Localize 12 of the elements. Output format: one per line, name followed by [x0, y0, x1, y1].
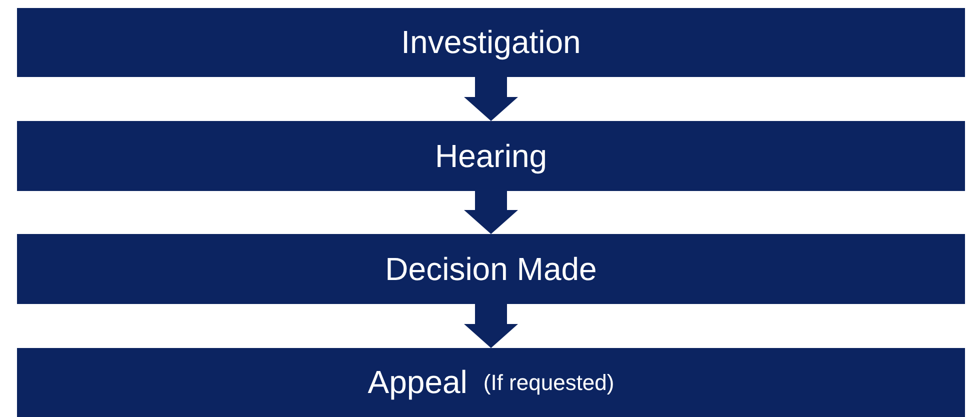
box-label: Investigation [401, 24, 581, 61]
process-box [17, 234, 965, 304]
process-box [17, 8, 965, 77]
box-note: (If requested) [483, 370, 614, 396]
block-arrow [464, 191, 518, 234]
box-label: Appeal [368, 364, 468, 401]
box-label: Decision Made [385, 250, 597, 288]
block-arrow [464, 304, 518, 348]
box-label: Hearing [434, 138, 548, 174]
process-box [17, 348, 965, 417]
process-box [17, 121, 965, 191]
block-arrow [464, 77, 518, 121]
